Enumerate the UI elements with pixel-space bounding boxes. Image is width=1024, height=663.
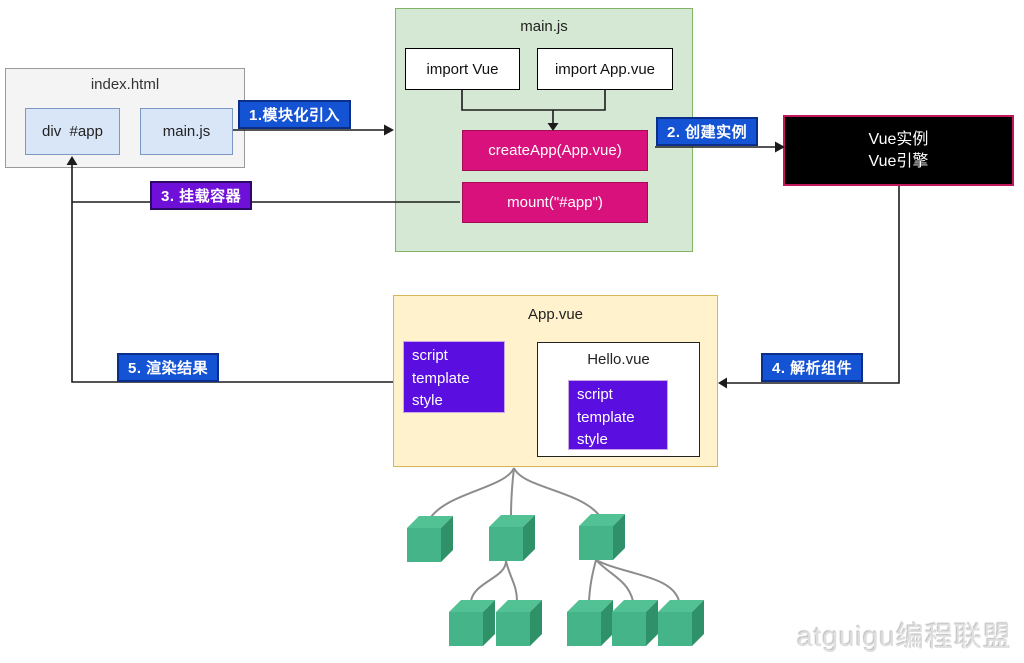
step-1-module-import-label: 1.模块化引入 — [238, 100, 352, 129]
step-2-create-instance-label: 2. 创建实例 — [656, 117, 759, 146]
vue-instance-label: Vue实例 — [868, 130, 929, 148]
hello-vue-sfc-node: script template style — [568, 380, 668, 450]
arrow-5-line — [71, 165, 393, 383]
watermark-text: atguigu编程联盟 — [797, 621, 1012, 652]
arrowhead-to-div-app — [66, 156, 78, 165]
component-cube — [449, 600, 495, 646]
step-5-render-result-label: 5. 渲染结果 — [117, 353, 220, 382]
index-html-title: index.html — [90, 76, 160, 93]
import-vue-node: import Vue — [405, 48, 520, 90]
vue-engine-label: Vue引擎 — [868, 152, 929, 170]
component-tree-links — [430, 467, 680, 602]
arrowheads — [66, 123, 785, 389]
step-3-mount-container-label: 3. 挂载容器 — [150, 181, 253, 210]
import-app-vue-node: import App.vue — [537, 48, 673, 90]
component-cubes — [407, 514, 704, 646]
component-cube — [407, 516, 453, 562]
component-cube — [567, 600, 613, 646]
arrowhead-to-engine — [775, 141, 785, 153]
app-vue-title: App.vue — [527, 306, 584, 323]
div-app-node: div #app — [25, 108, 120, 155]
main-js-title: main.js — [520, 18, 568, 35]
arrowhead-to-app-vue — [718, 377, 727, 389]
arrow-4-line — [727, 186, 900, 384]
flow-lines — [71, 90, 900, 384]
app-vue-sfc-node: script template style — [403, 341, 505, 413]
component-cube — [489, 515, 535, 561]
component-cube — [579, 514, 625, 560]
arrowhead-to-create-app — [547, 123, 559, 131]
step-4-parse-components-label: 4. 解析组件 — [761, 353, 864, 382]
index-main-js-node: main.js — [140, 108, 233, 155]
mount-node: mount("#app") — [462, 182, 648, 223]
arrowhead-to-main-js — [384, 124, 394, 136]
hello-vue-title: Hello.vue — [587, 351, 650, 368]
component-cube — [658, 600, 704, 646]
create-app-node: createApp(App.vue) — [462, 130, 648, 171]
imports-merge-line — [461, 90, 606, 111]
component-cube — [612, 600, 658, 646]
component-cube — [496, 600, 542, 646]
vue-engine-box: Vue实例 Vue引擎 — [783, 115, 1014, 186]
